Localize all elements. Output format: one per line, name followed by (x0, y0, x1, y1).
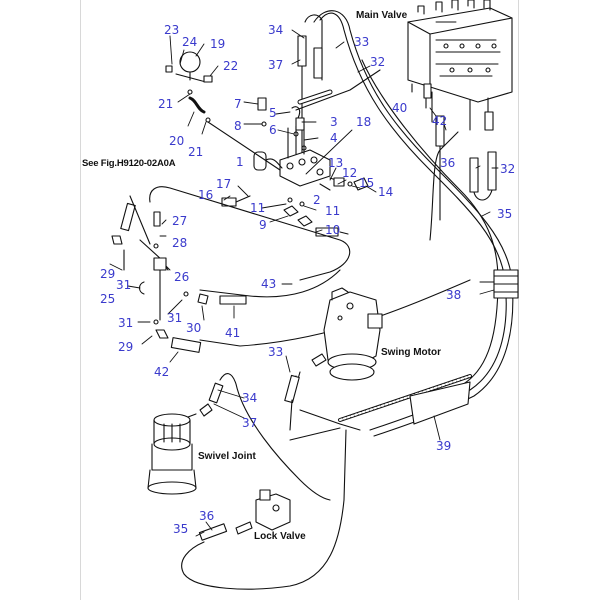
callout-30[interactable]: 30 (186, 321, 202, 335)
callout-36a[interactable]: 36 (440, 156, 456, 170)
callout-32b[interactable]: 32 (500, 162, 516, 176)
callout-35a[interactable]: 35 (497, 207, 513, 221)
callout-33a[interactable]: 33 (354, 35, 370, 49)
callout-21b[interactable]: 21 (188, 145, 204, 159)
main-valve-drawing (407, 0, 513, 131)
callout-5[interactable]: 5 (269, 106, 277, 120)
left-fittings-drawing (111, 195, 247, 353)
callout-14[interactable]: 14 (378, 185, 394, 199)
callout-39[interactable]: 39 (436, 439, 452, 453)
callout-28[interactable]: 28 (172, 236, 188, 250)
clamp-38 (479, 269, 519, 299)
pilot-block-drawing (221, 97, 369, 237)
callout-31c[interactable]: 31 (118, 316, 134, 330)
caption-see-fig-reference[interactable]: See Fig.H9120-02A0A (82, 158, 176, 169)
callout-31b[interactable]: 31 (167, 311, 183, 325)
callout-37a[interactable]: 37 (268, 58, 284, 72)
callout-8[interactable]: 8 (234, 119, 242, 133)
diagram-frame (80, 0, 519, 600)
callout-42a[interactable]: 42 (154, 365, 170, 379)
callout-42b[interactable]: 42 (432, 114, 448, 128)
callout-31a[interactable]: 31 (116, 278, 132, 292)
caption-swing-motor: Swing Motor (381, 347, 441, 358)
hose-lower (179, 371, 331, 501)
leader-lines (109, 21, 499, 537)
callout-2[interactable]: 2 (313, 193, 321, 207)
callout-22[interactable]: 22 (223, 59, 239, 73)
lock-valve-drawing (181, 429, 347, 590)
callout-35b[interactable]: 35 (173, 522, 189, 536)
callout-9[interactable]: 9 (259, 218, 267, 232)
callout-36b[interactable]: 36 (199, 509, 215, 523)
callout-11b[interactable]: 11 (325, 204, 341, 218)
callout-3[interactable]: 3 (330, 115, 338, 129)
callout-16[interactable]: 16 (198, 188, 214, 202)
callout-37b[interactable]: 37 (242, 416, 258, 430)
accumulator-drawing (165, 51, 281, 171)
callout-34a[interactable]: 34 (268, 23, 284, 37)
swivel-joint-drawing (147, 413, 197, 495)
callout-6[interactable]: 6 (269, 123, 277, 137)
swing-motor-drawing (311, 287, 383, 381)
callout-29a[interactable]: 29 (100, 267, 116, 281)
caption-main-valve: Main Valve (356, 10, 408, 21)
hose-32 (295, 69, 381, 111)
callout-11a[interactable]: 11 (250, 201, 266, 215)
callout-4[interactable]: 4 (330, 131, 338, 145)
callout-10[interactable]: 10 (325, 223, 341, 237)
callout-29b[interactable]: 29 (118, 340, 134, 354)
callout-13[interactable]: 13 (328, 156, 344, 170)
callout-24[interactable]: 24 (182, 35, 198, 49)
hose-34-37 (297, 14, 323, 171)
callout-20[interactable]: 20 (169, 134, 185, 148)
callout-25[interactable]: 25 (100, 292, 116, 306)
callout-18[interactable]: 18 (356, 115, 372, 129)
callout-19[interactable]: 19 (210, 37, 226, 51)
callout-34b[interactable]: 34 (242, 391, 258, 405)
callout-17[interactable]: 17 (216, 177, 232, 191)
callout-21a[interactable]: 21 (158, 97, 174, 111)
callout-23[interactable]: 23 (164, 23, 180, 37)
hose-40-42-36 (429, 115, 497, 241)
callout-7[interactable]: 7 (234, 97, 242, 111)
caption-lock-valve: Lock Valve (254, 531, 306, 542)
caption-swivel-joint: Swivel Joint (198, 451, 256, 462)
callout-32a[interactable]: 32 (370, 55, 386, 69)
callout-33b[interactable]: 33 (268, 345, 284, 359)
callout-12[interactable]: 12 (342, 166, 358, 180)
callout-38[interactable]: 38 (446, 288, 462, 302)
guard-39 (289, 374, 472, 441)
callout-15[interactable]: 15 (359, 176, 375, 190)
callout-26[interactable]: 26 (174, 270, 190, 284)
callout-43[interactable]: 43 (261, 277, 277, 291)
callout-41[interactable]: 41 (225, 326, 241, 340)
callout-1[interactable]: 1 (236, 155, 244, 169)
callout-40[interactable]: 40 (392, 101, 408, 115)
callout-27[interactable]: 27 (172, 214, 188, 228)
